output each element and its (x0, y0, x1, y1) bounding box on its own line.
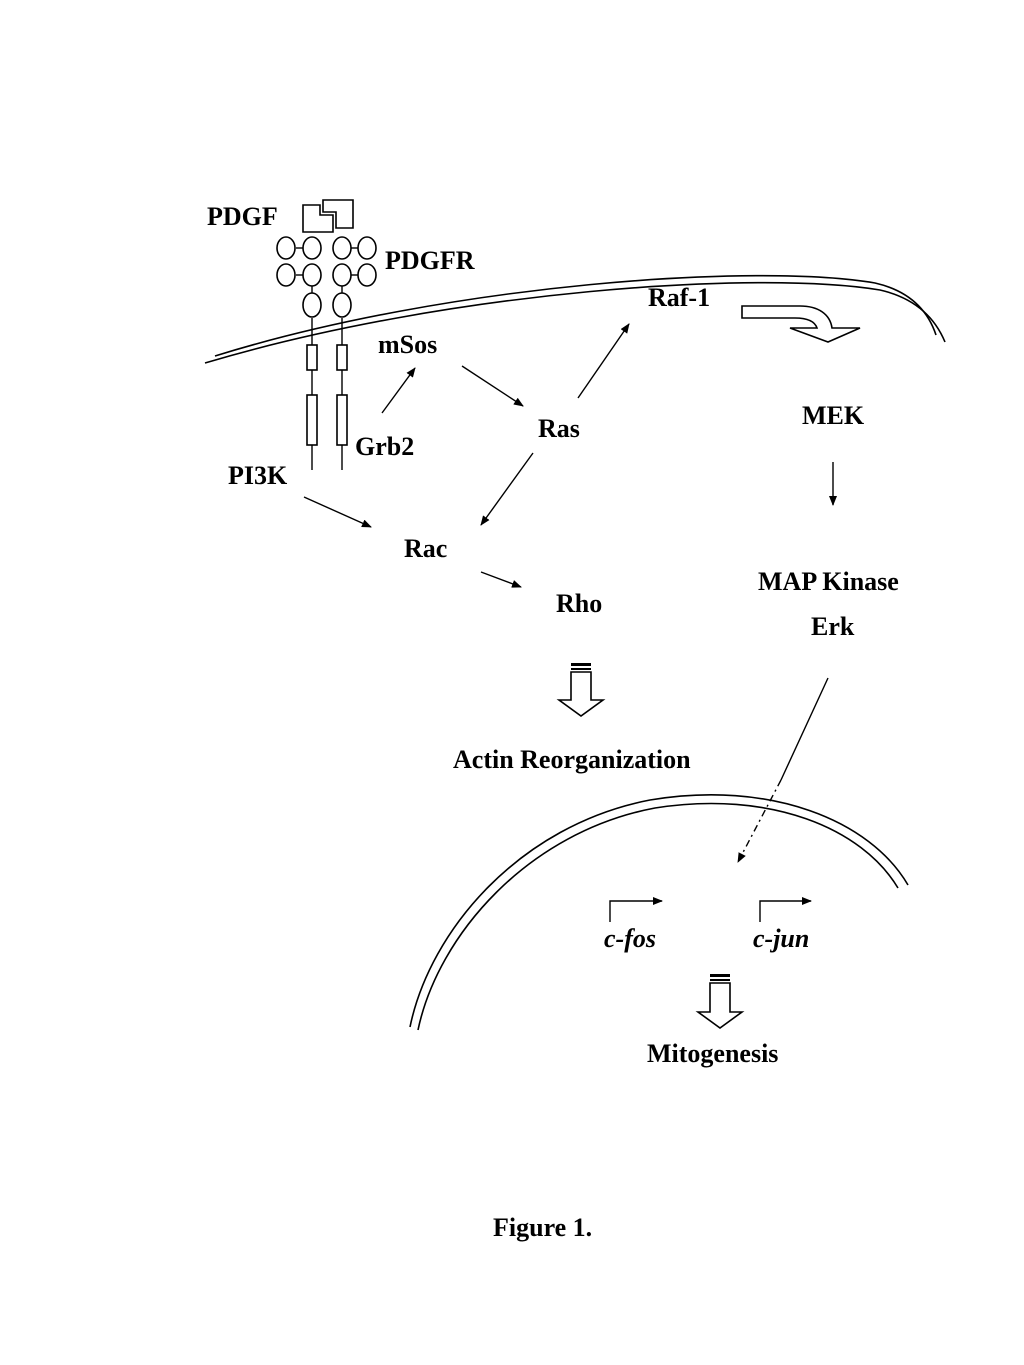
label-cfos: c-fos (604, 924, 656, 953)
cjun-promoter-arrow (759, 897, 812, 922)
pdgf-ligand-icon (302, 199, 354, 233)
label-msos: mSos (378, 330, 437, 359)
label-grb2: Grb2 (355, 432, 414, 461)
arrow-rac-to-rho (480, 571, 522, 588)
label-mitogenesis: Mitogenesis (647, 1039, 778, 1068)
nuclear-membrane (409, 794, 909, 1031)
label-erk: Erk (811, 612, 855, 641)
arrow-erk-to-nucleus (780, 677, 829, 781)
label-raf1: Raf-1 (648, 283, 710, 312)
arrow-pi3k-to-rac (303, 496, 372, 528)
label-actin-reorganization: Actin Reorganization (453, 745, 691, 774)
label-map-kinase: MAP Kinase (758, 567, 899, 596)
arrow-grb2-to-msos (381, 367, 416, 414)
label-ras: Ras (538, 414, 580, 443)
label-cjun: c-jun (753, 924, 809, 953)
label-rho: Rho (556, 589, 602, 618)
figure-caption: Figure 1. (493, 1213, 592, 1242)
cell-membrane (204, 274, 946, 364)
label-rac: Rac (404, 534, 447, 563)
block-arrow-genes-to-mitogenesis (695, 974, 745, 1029)
arrow-ras-to-raf1 (577, 323, 630, 399)
arrow-erk-to-nucleus-dashed (737, 779, 782, 863)
pdgfr-receptor-icon (276, 236, 377, 470)
label-pdgf: PDGF (207, 202, 278, 231)
arrow-ras-to-rac (480, 452, 534, 526)
pathway-arrows (303, 323, 837, 863)
label-pi3k: PI3K (228, 461, 288, 490)
block-arrow-raf1-to-mek (741, 305, 861, 343)
label-pdgfr: PDGFR (385, 246, 475, 275)
arrow-msos-to-ras (461, 365, 524, 407)
label-mek: MEK (802, 401, 865, 430)
cfos-promoter-arrow (609, 897, 663, 922)
block-arrow-rho-to-actin (556, 663, 606, 717)
